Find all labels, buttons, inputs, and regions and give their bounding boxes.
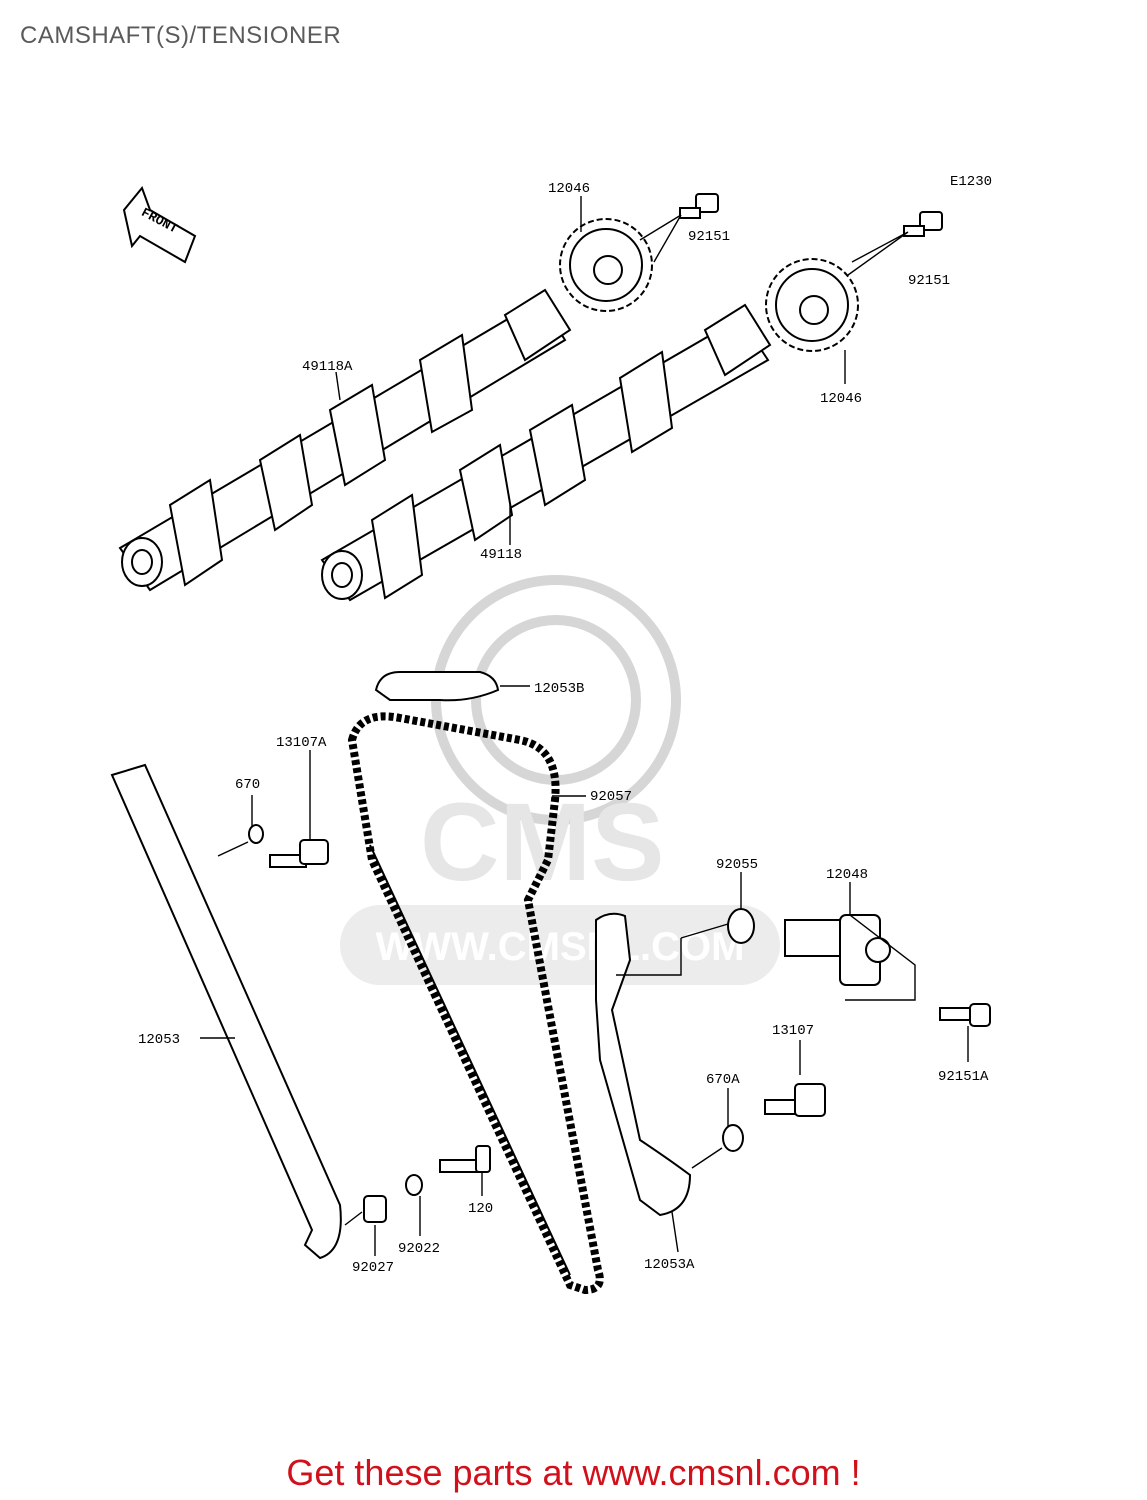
bolt-92151-left: [679, 193, 719, 219]
label-washer: 92022: [398, 1241, 440, 1257]
oring-670: [248, 824, 264, 844]
label-chain: 92057: [590, 789, 632, 805]
oring-92055: [727, 908, 755, 944]
camshaft-49118: [320, 303, 772, 602]
bolt-120: [439, 1145, 491, 1173]
bolt-92151-right: [903, 211, 943, 237]
washer-92022: [405, 1174, 423, 1196]
front-arrow-icon: FRONT: [122, 186, 197, 264]
diagram-code: E1230: [950, 174, 992, 190]
sprocket-right: [765, 258, 859, 352]
label-oring-670: 670: [235, 777, 260, 793]
leader-lines: [200, 196, 969, 1256]
chain-guide-12053: [110, 763, 342, 1260]
label-oring-670a: 670A: [706, 1072, 740, 1088]
bolt-13107a: [269, 839, 329, 868]
watermark: CMS WWW.CMSNL.COM: [340, 575, 780, 985]
chain-guide-12053b: [374, 671, 500, 702]
label-bolt-13107: 13107: [772, 1023, 814, 1039]
label-bolt-92151a: 92151A: [938, 1069, 989, 1085]
label-tensioner: 12048: [826, 867, 868, 883]
label-collar: 92027: [352, 1260, 394, 1276]
sprocket-left: [559, 218, 653, 312]
camshaft-49118a: [118, 288, 572, 592]
label-chain-guide-right: 12053A: [644, 1257, 695, 1273]
oring-670a: [722, 1124, 744, 1152]
tensioner-12048: [784, 914, 891, 986]
footer-promo-link[interactable]: Get these parts at www.cmsnl.com !: [286, 1452, 861, 1493]
label-sprocket-left: 12046: [548, 181, 590, 197]
label-camshaft-a: 49118A: [302, 359, 353, 375]
cam-chain-92057: [347, 712, 604, 1295]
chain-guide-12053a: [595, 912, 692, 1217]
page-title: CAMSHAFT(S)/TENSIONER: [20, 22, 342, 49]
collar-92027: [363, 1195, 387, 1223]
bolt-13107: [764, 1083, 826, 1117]
label-oring-92055: 92055: [716, 857, 758, 873]
parts-diagram: CMS WWW.CMSNL.COM FRONT E1230: [110, 174, 992, 1295]
label-bolt-left: 92151: [688, 229, 730, 245]
label-bolt-guide: 13107A: [276, 735, 327, 751]
watermark-brand: CMS: [420, 781, 664, 904]
label-bolt-right: 92151: [908, 273, 950, 289]
label-sprocket-right: 12046: [820, 391, 862, 407]
bolt-92151a: [939, 1003, 991, 1027]
label-camshaft: 49118: [480, 547, 522, 563]
label-bolt-120: 120: [468, 1201, 493, 1217]
label-chain-guide-top: 12053B: [534, 681, 584, 697]
label-chain-guide-left: 12053: [138, 1032, 180, 1048]
watermark-url: WWW.CMSNL.COM: [376, 925, 745, 969]
